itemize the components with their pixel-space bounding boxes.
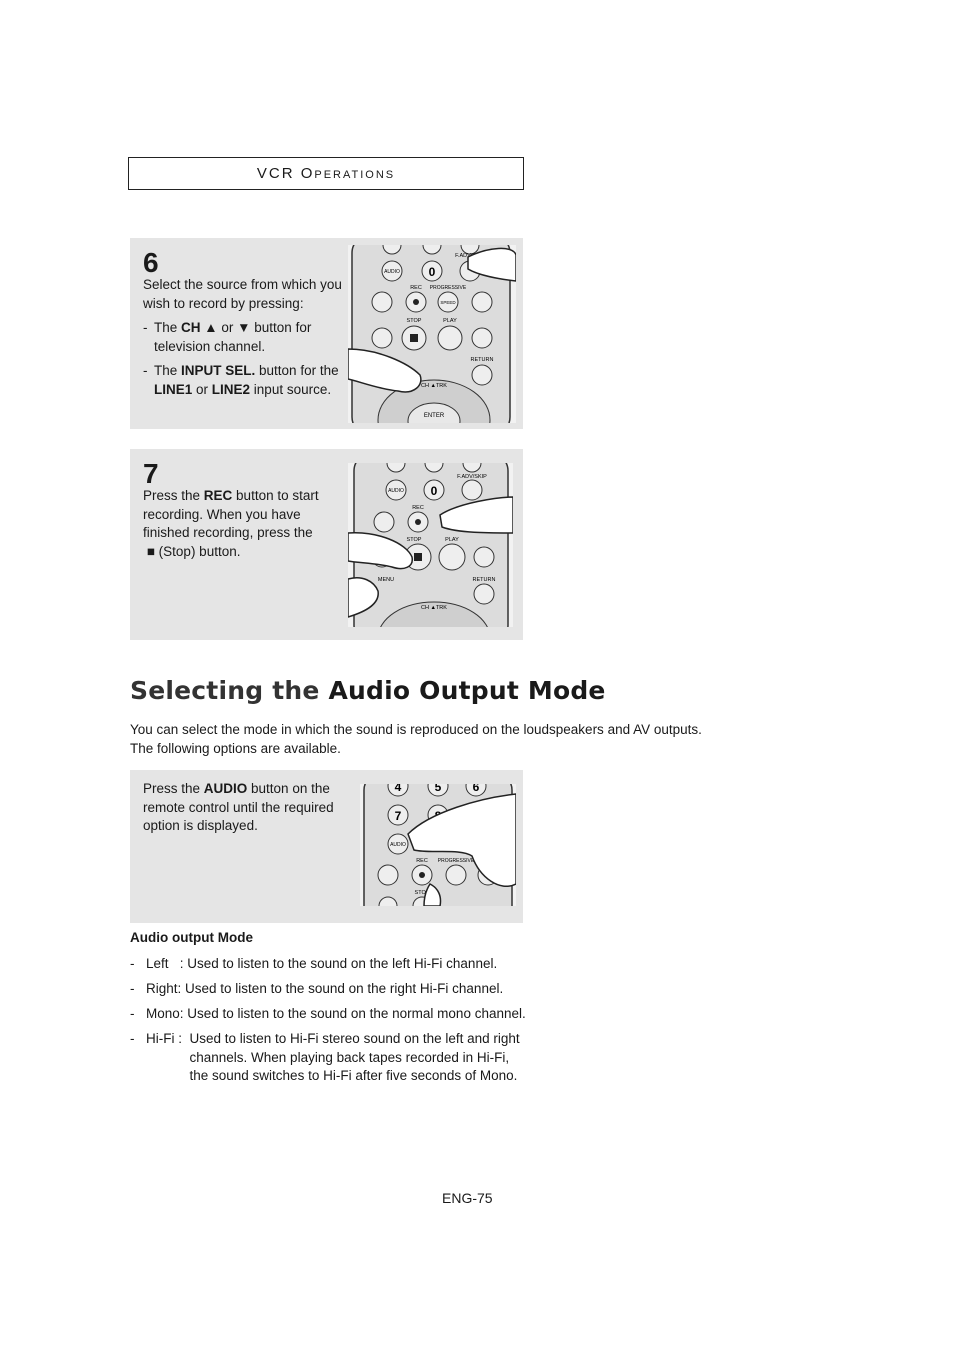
mode-description: Used to listen to Hi-Fi stereo sound on …: [189, 1031, 520, 1083]
svg-text:5: 5: [435, 784, 442, 794]
intro-text: You can select the mode in which the sou…: [130, 722, 702, 756]
audio-mode-list: - Left : Used to listen to the sound on …: [130, 955, 560, 1092]
svg-text:4: 4: [395, 784, 402, 794]
svg-text:STOP: STOP: [407, 318, 422, 324]
svg-text:REC: REC: [410, 285, 422, 291]
list-item: - Hi-Fi : Used to listen to Hi-Fi stereo…: [130, 1030, 560, 1086]
svg-text:STOP: STOP: [407, 537, 422, 543]
svg-text:F.ADV/SKIP: F.ADV/SKIP: [457, 474, 487, 480]
svg-text:AUDIO: AUDIO: [390, 842, 406, 848]
svg-text:PLAY: PLAY: [443, 318, 457, 324]
remote-illustration-audio: 4 5 6 7 8 AUDIO REC PROGRESSIVE STOP: [360, 784, 516, 906]
svg-text:SPEED: SPEED: [440, 300, 456, 305]
audio-step-panel: Press the AUDIO button on the remote con…: [130, 770, 523, 923]
step-6-text: Select the source from which you wish to…: [143, 276, 343, 399]
step-6-bullet-input: - The INPUT SEL. button for the LINE1 or…: [143, 363, 339, 397]
svg-text:RETURN: RETURN: [471, 357, 494, 363]
svg-text:REC: REC: [416, 858, 428, 864]
step-7-text: Press the REC button to start recording.…: [143, 488, 319, 559]
mode-label: Right:: [146, 981, 186, 996]
page-title: Selecting the Audio Output Mode: [130, 676, 606, 705]
step-6-panel: 6 Select the source from which you wish …: [130, 238, 523, 429]
mode-label: Left :: [146, 956, 188, 971]
remote-illustration-step6: AUDIO 0 F.ADV/SKIP REC PROGRESSIVE SPEED…: [348, 245, 516, 423]
mode-description: Used to listen to the sound on the right…: [185, 981, 504, 996]
mode-description: Used to listen to the sound on the norma…: [187, 1006, 526, 1021]
svg-text:0: 0: [429, 265, 436, 279]
svg-text:6: 6: [473, 784, 480, 794]
list-item: - Right: Used to listen to the sound on …: [130, 980, 560, 999]
svg-text:PROGRESSIVE: PROGRESSIVE: [430, 285, 467, 291]
step-7-panel: 7 Press the REC button to start recordin…: [130, 449, 523, 640]
svg-text:CH ▲TRK: CH ▲TRK: [421, 383, 447, 389]
svg-text:RETURN: RETURN: [473, 577, 496, 583]
svg-text:STOP: STOP: [415, 890, 430, 896]
svg-text:AUDIO: AUDIO: [384, 269, 400, 275]
section-header: VCR Operations: [128, 157, 524, 190]
stop-icon: ■: [146, 543, 155, 559]
svg-text:7: 7: [395, 809, 402, 823]
mode-label: Mono:: [146, 1006, 188, 1021]
remote-illustration-step7: F.ADV/SKIP AUDIO 0 REC STOP PLAY MENU RE…: [348, 463, 513, 627]
svg-text:PLAY: PLAY: [445, 537, 459, 543]
list-item: - Mono: Used to listen to the sound on t…: [130, 1005, 560, 1024]
svg-text:MENU: MENU: [378, 577, 394, 583]
list-item: - Left : Used to listen to the sound on …: [130, 955, 560, 974]
svg-text:ENTER: ENTER: [424, 413, 445, 419]
step-6-bullet-ch: - The CH ▲ or ▼ button for television ch…: [143, 320, 312, 354]
svg-text:0: 0: [431, 484, 438, 498]
mode-description: Used to listen to the sound on the left …: [187, 956, 498, 971]
svg-text:AUDIO: AUDIO: [388, 488, 404, 494]
step-number: 6: [143, 247, 159, 278]
svg-text:CH ▲TRK: CH ▲TRK: [421, 605, 447, 611]
audio-step-text: Press the AUDIO button on the remote con…: [143, 781, 334, 833]
mode-label: Hi-Fi :: [146, 1031, 190, 1046]
page-number: ENG-75: [442, 1190, 493, 1206]
svg-text:PROGRESSIVE: PROGRESSIVE: [438, 858, 475, 864]
svg-text:REC: REC: [412, 505, 424, 511]
audio-mode-list-title: Audio output Mode: [130, 930, 253, 945]
section-title: VCR Operations: [256, 165, 396, 182]
step-number: 7: [143, 458, 159, 489]
step-6-intro: Select the source from which you wish to…: [143, 277, 342, 311]
